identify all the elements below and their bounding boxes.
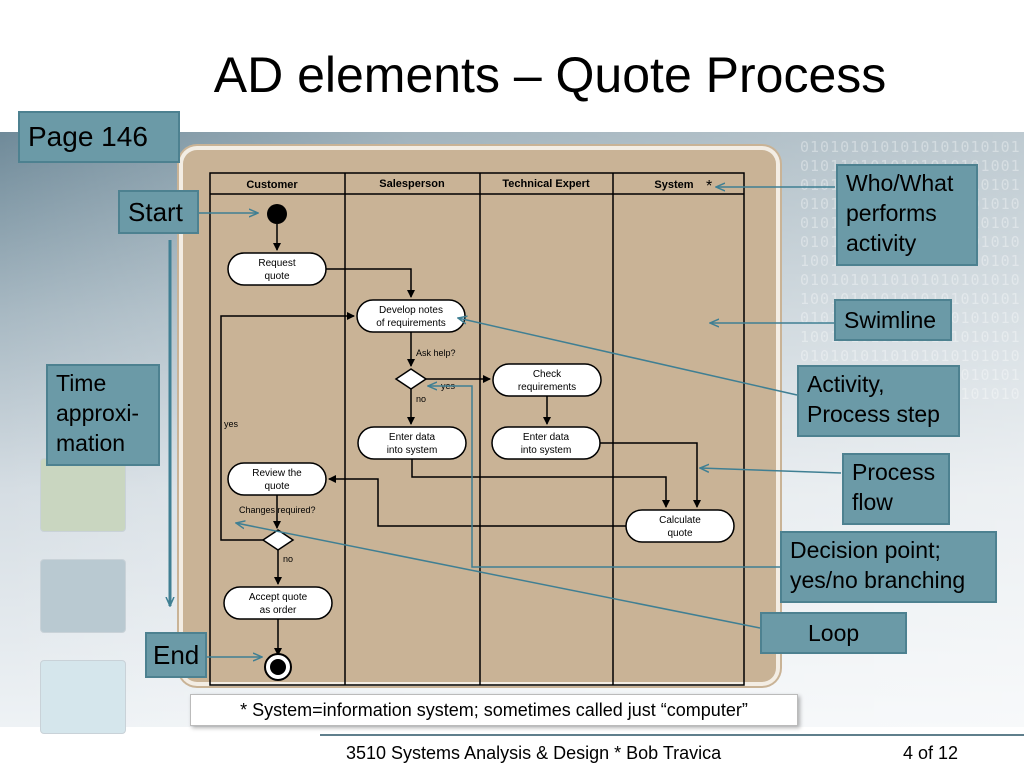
callout-decision-point: Decision point; yes/no branching [780,531,997,603]
callout-process-flow: Process flow [842,453,950,525]
system-asterisk: * [706,178,712,195]
svg-text:Calculate: Calculate [659,515,701,526]
process-flows [220,268,701,656]
svg-text:Check: Check [533,369,562,380]
guard-ask-help: Ask help? [416,348,456,358]
callout-loop: Loop [760,612,907,654]
guard-no-help: no [416,394,426,404]
svg-text:requirements: requirements [518,382,576,393]
svg-text:Enter data: Enter data [523,432,570,443]
swimlane-table [209,172,745,686]
svg-text:Enter data: Enter data [389,432,436,443]
svg-text:into system: into system [387,445,438,456]
page-reference-label: Page 146 [18,111,180,163]
svg-text:Accept quote: Accept quote [249,592,308,603]
svg-text:quote: quote [667,528,692,539]
footer-course: 3510 Systems Analysis & Design * Bob Tra… [346,743,722,763]
svg-text:Develop notes: Develop notes [379,305,443,316]
activity-calculate-quote: Calculate quote [625,509,735,543]
callout-time-approximation: Time approxi- mation [46,364,160,466]
lane-header-technical-expert: Technical Expert [502,178,590,190]
activity-request-quote: Request quote [227,252,327,286]
activity-enter-data-tech: Enter data into system [491,426,601,460]
svg-text:quote: quote [264,271,289,282]
callout-who-what: Who/What performs activity [836,164,978,266]
callout-end: End [145,632,207,678]
lane-header-salesperson: Salesperson [379,178,445,190]
decor-tile-blue [40,559,126,633]
svg-text:quote: quote [264,481,289,492]
slide-title: AD elements – Quote Process [213,47,887,103]
guard-yes-changes: yes [224,419,239,429]
svg-text:of requirements: of requirements [376,318,445,329]
lane-header-system: System [654,179,693,191]
decor-tile-light [40,660,126,734]
lane-header-customer: Customer [246,179,298,191]
decision-ask-help [394,368,428,390]
activity-check-requirements: Check requirements [492,363,602,397]
end-node [264,653,292,681]
page-number: 4 of 12 [903,743,959,763]
guard-no-changes: no [283,554,293,564]
callout-start: Start [118,190,199,234]
footer-divider [320,734,1024,736]
activity-review-quote: Review the quote [227,462,327,496]
callout-swimline: Swimline [834,299,952,341]
activity-enter-data-sales: Enter data into system [357,426,467,460]
activity-develop-notes: Develop notes of requirements [356,299,466,333]
svg-text:as order: as order [260,605,297,616]
callout-pointers [170,187,842,657]
callout-activity: Activity, Process step [797,365,960,437]
activity-accept-quote: Accept quote as order [223,586,333,620]
svg-text:into system: into system [521,445,572,456]
svg-text:Review the: Review the [252,468,302,479]
decor-tile-green [40,458,126,532]
start-node [267,204,287,224]
footnote: * System=information system; sometimes c… [190,694,798,726]
svg-text:Request: Request [258,258,295,269]
